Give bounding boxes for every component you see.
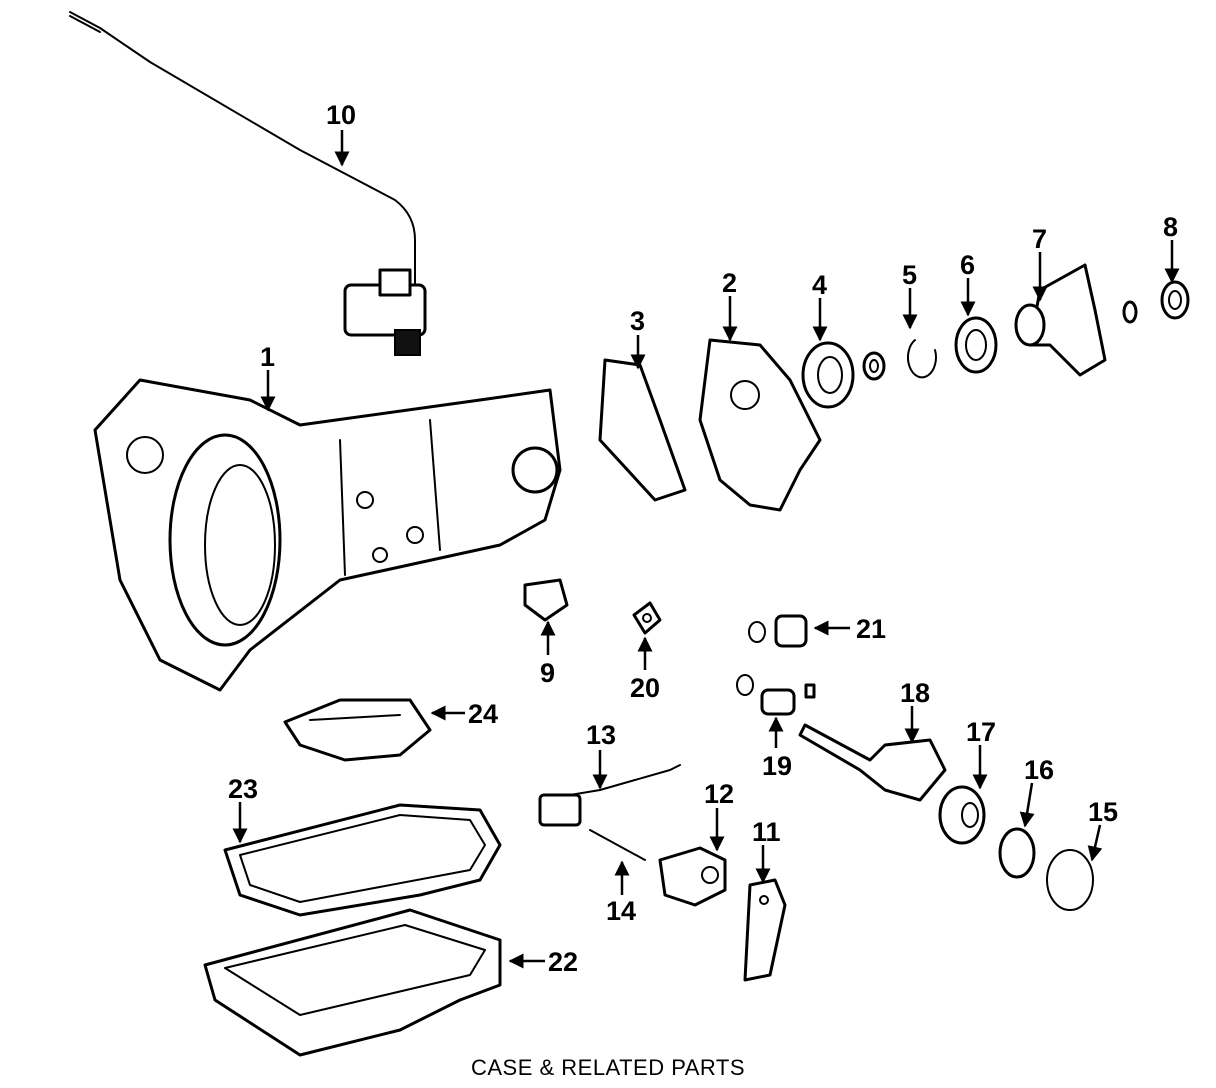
callout-23: 23 [228,774,258,804]
flange-part-7 [1014,263,1107,377]
callout-19: 19 [762,751,792,781]
transmission-case-part-1 [93,378,562,692]
callout-22: 22 [548,947,578,977]
nut-part-8 [1160,280,1190,320]
callout-7: 7 [1032,224,1047,254]
callout-10: 10 [326,100,356,130]
callout-4: 4 [812,270,827,300]
small-washer [1122,300,1138,324]
snap-ring-part-5 [906,339,937,379]
callout-16: 16 [1024,755,1054,785]
valve-assembly-part-18 [798,723,947,802]
callout-6: 6 [960,250,975,280]
linkage-part-13 [538,764,681,827]
o-ring-part-15 [1046,849,1094,911]
bracket-part-11 [743,878,787,982]
callout-20: 20 [630,673,660,703]
piston-part-17 [938,785,986,845]
callout-17: 17 [966,717,996,747]
plate-part-20 [632,601,662,635]
gear-part-19 [736,674,816,716]
rod-part-14 [589,829,646,861]
callout-12: 12 [704,779,734,809]
gasket-part-3 [598,358,687,502]
bushing-part-21 [748,614,808,648]
oil-pan-part-22 [203,908,502,1057]
washer [862,351,886,381]
mount-part-9 [523,578,569,622]
callout-arrows [232,130,1180,969]
callout-9: 9 [540,658,555,688]
callout-18: 18 [900,678,930,708]
callout-13: 13 [586,720,616,750]
seal-part-6 [954,316,998,374]
callout-15: 15 [1088,797,1118,827]
diagram-caption: CASE & RELATED PARTS [470,1055,746,1080]
callout-1: 1 [260,342,275,372]
filter-part-24 [283,698,432,762]
callout-5: 5 [902,260,917,290]
callout-8: 8 [1163,212,1178,242]
callout-labels: 10 1 2 3 4 5 6 7 8 9 20 21 19 18 17 16 1… [228,100,1178,977]
switch-part-12 [658,846,727,907]
pan-gasket-part-23 [223,803,502,917]
callout-24: 24 [468,699,498,729]
callout-14: 14 [606,896,636,926]
ring-part-16 [998,827,1036,879]
callout-3: 3 [630,306,645,336]
bearing-part-4 [801,341,855,409]
callout-11: 11 [752,817,781,847]
callout-2: 2 [722,268,737,298]
extension-housing-part-2 [698,338,822,512]
callout-21: 21 [856,614,886,644]
shift-cable-part-10 [69,11,427,356]
